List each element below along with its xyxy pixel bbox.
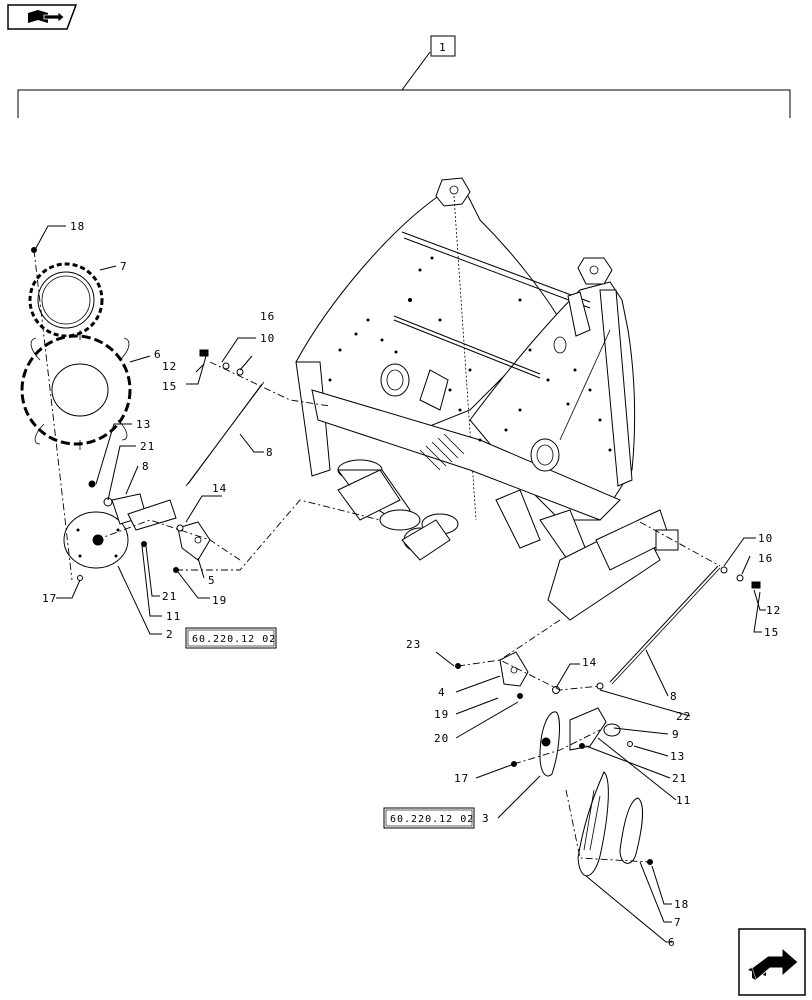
forward-nav-button[interactable] (738, 928, 806, 996)
sprocket-ring-left (28, 262, 104, 338)
ref-label-left: 60.220.12 02 (192, 634, 276, 645)
callout-10-left: 10 (260, 332, 275, 345)
callout-5: 5 (208, 574, 216, 587)
callout-17-left: 17 (42, 592, 57, 605)
leader-lines (35, 225, 766, 943)
callout-19-left: 19 (212, 594, 227, 607)
callout-22: 22 (676, 710, 691, 723)
callout-20: 20 (434, 732, 449, 745)
assembly-bracket: 1 (17, 35, 791, 118)
callout-15-left: 15 (162, 380, 177, 393)
callout-14-right: 14 (582, 656, 597, 669)
callout-8-left: 8 (142, 460, 150, 473)
callout-18-left: 18 (70, 220, 85, 233)
left-exploded-parts (20, 247, 381, 581)
callout-14-left: 14 (212, 482, 227, 495)
book-back-icon (7, 4, 78, 30)
assembly-label: 1 (439, 41, 447, 54)
frame-rivets (328, 256, 612, 452)
callout-17-right: 17 (454, 772, 469, 785)
callout-19-right: 19 (434, 708, 449, 721)
callout-6-left: 6 (154, 348, 162, 361)
star-wheel-left (20, 330, 132, 450)
callout-labels: 18 7 6 16 10 12 15 13 21 8 8 14 5 19 17 … (42, 220, 781, 949)
back-nav-button[interactable] (6, 4, 78, 30)
forward-arrow-icon (738, 928, 806, 996)
callout-3: 3 (482, 812, 490, 825)
main-frame-assembly (295, 177, 679, 621)
callout-11-right: 11 (676, 794, 691, 807)
callout-13-right: 13 (670, 750, 685, 763)
callout-4: 4 (438, 686, 446, 699)
ref-link-right[interactable]: 60.220.12 02 (383, 807, 475, 829)
callout-12-left: 12 (162, 360, 177, 373)
right-exploded-parts (455, 521, 761, 877)
callout-8-right: 8 (670, 690, 678, 703)
callout-16-right: 16 (758, 552, 773, 565)
callout-16-left: 16 (260, 310, 275, 323)
ref-label-right: 60.220.12 02 (390, 814, 474, 825)
callout-15-right: 15 (764, 626, 779, 639)
callout-7-right: 7 (674, 916, 682, 929)
callout-9: 9 (672, 728, 680, 741)
callout-13-left: 13 (136, 418, 151, 431)
callout-21-right: 21 (672, 772, 687, 785)
callout-2: 2 (166, 628, 174, 641)
callout-6-right: 6 (668, 936, 676, 949)
callout-10-right: 10 (758, 532, 773, 545)
ref-link-left[interactable]: 60.220.12 02 (185, 627, 277, 649)
callout-18-right: 18 (674, 898, 689, 911)
callout-11-left: 11 (166, 610, 181, 623)
callout-23: 23 (406, 638, 421, 651)
callout-12-right: 12 (766, 604, 781, 617)
callout-7-left: 7 (120, 260, 128, 273)
callout-8-rod-left: 8 (266, 446, 274, 459)
callout-21-left-bottom: 21 (162, 590, 177, 603)
callout-21-left-top: 21 (140, 440, 155, 453)
